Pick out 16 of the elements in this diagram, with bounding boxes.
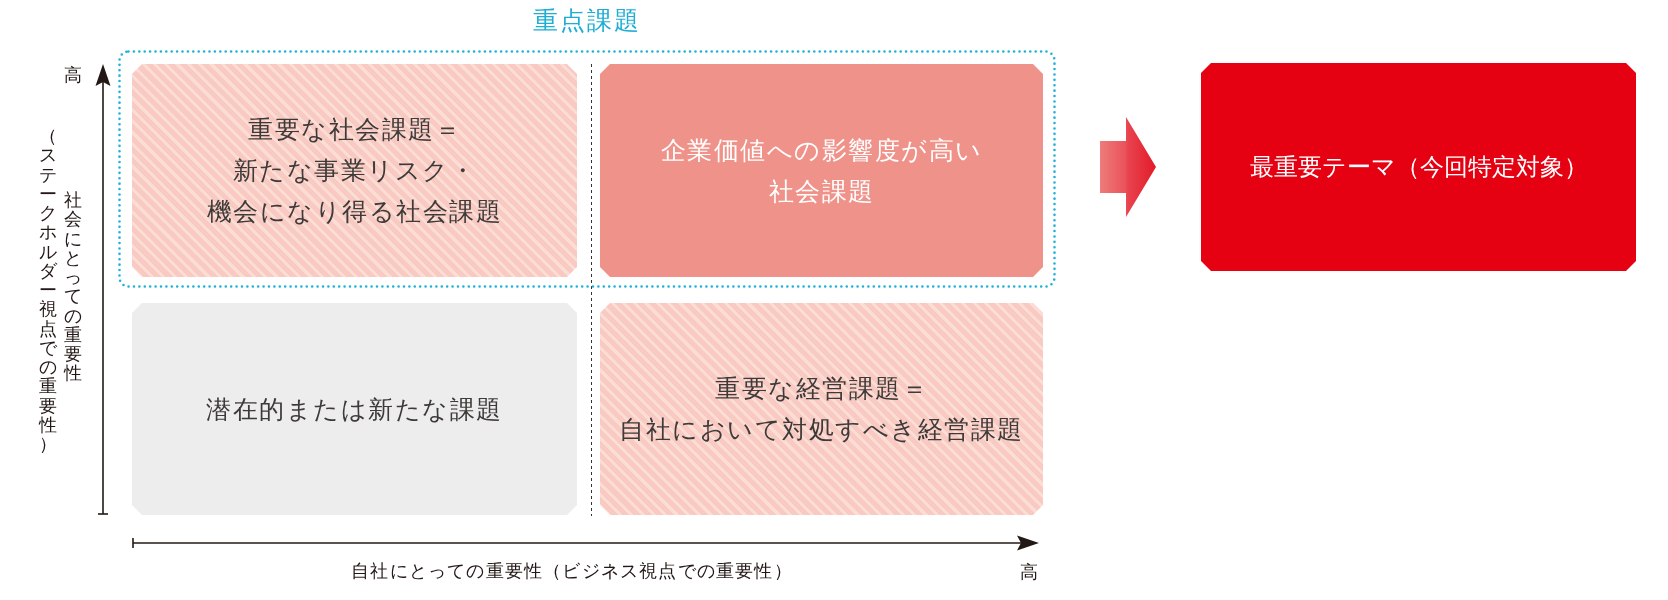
axis-label: 高 <box>64 64 82 86</box>
group-heading: 重点課題 <box>533 6 641 36</box>
quadrant-text: 重要な社会課題＝新たな事業リスク・機会になり得る社会課題 <box>206 114 503 228</box>
result-text: 最重要テーマ（今回特定対象） <box>1249 151 1588 183</box>
axis-label: 自社にとっての重要性（ビジネス視点での重要性） <box>351 560 793 582</box>
result-box <box>1201 63 1636 271</box>
quadrant-panel <box>600 64 1043 277</box>
quadrant-text: 潜在的または新たな課題 <box>206 393 503 426</box>
quadrant-text: 重要な経営課題＝自社において対処すべき経営課題 <box>619 373 1024 446</box>
block-arrow <box>1100 117 1156 217</box>
quadrant-panel <box>132 64 577 277</box>
quadrant-panel <box>600 303 1043 515</box>
axis-label: 社会にとっての重要性 <box>64 191 82 384</box>
axis-label: （ステークホルダー視点での重要性） <box>39 127 57 455</box>
quadrant-text: 企業価値への影響度が高い社会課題 <box>660 134 983 208</box>
axis-label: 高 <box>1020 561 1038 583</box>
